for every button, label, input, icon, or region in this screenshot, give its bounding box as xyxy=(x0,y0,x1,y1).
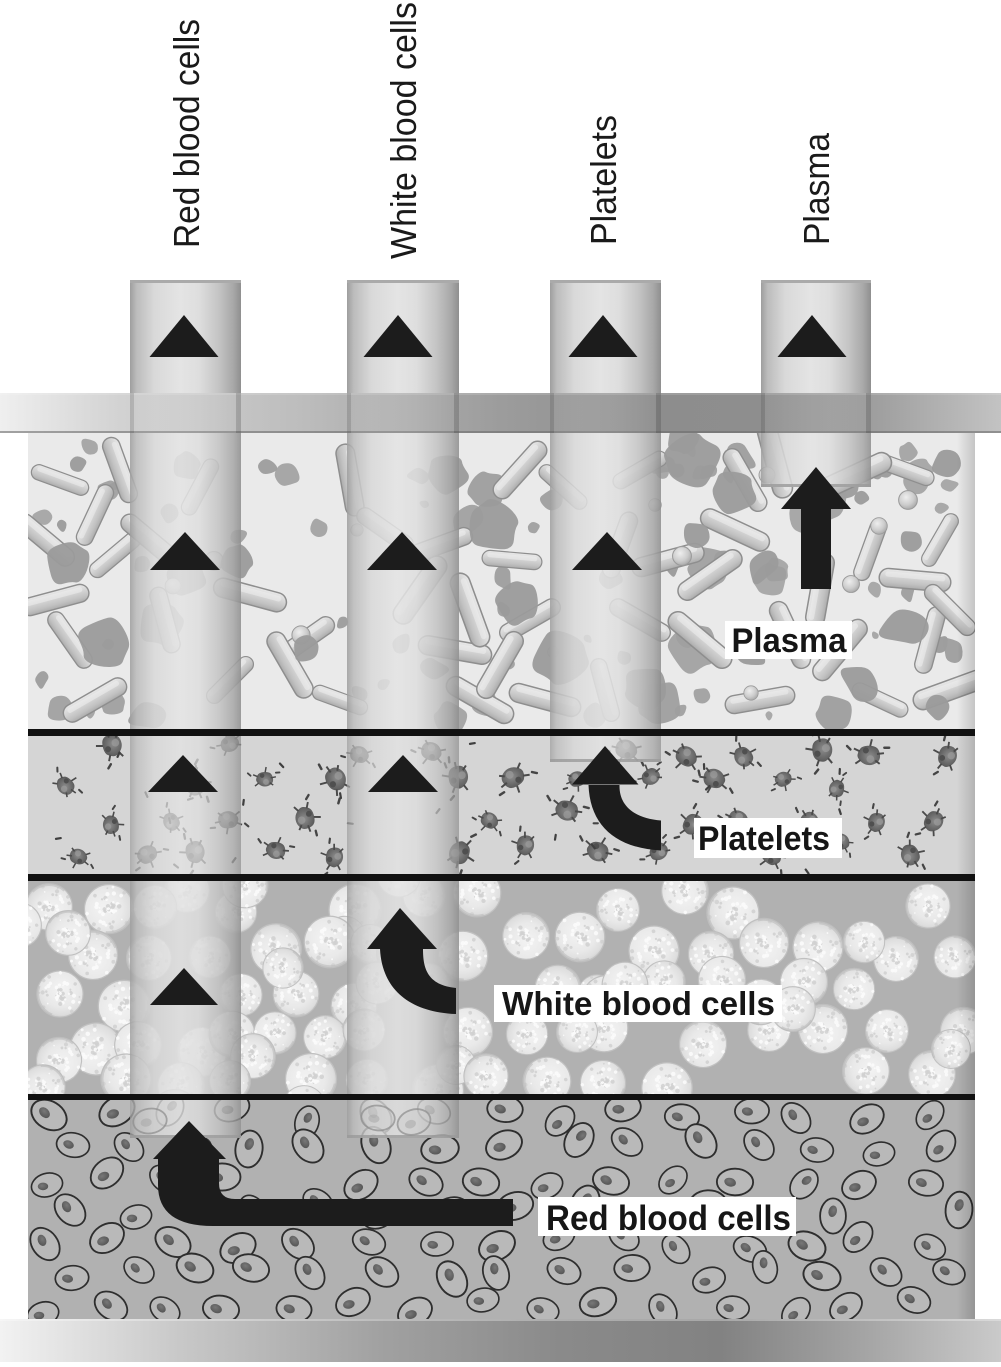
svg-text:Platelets: Platelets xyxy=(583,115,624,245)
svg-text:Red blood cells: Red blood cells xyxy=(546,1199,791,1238)
svg-text:Red blood cells: Red blood cells xyxy=(166,19,207,248)
svg-text:White blood cells: White blood cells xyxy=(383,2,424,259)
svg-text:Platelets: Platelets xyxy=(698,820,830,858)
svg-text:White blood cells: White blood cells xyxy=(502,985,775,1022)
svg-text:Plasma: Plasma xyxy=(732,622,848,660)
svg-text:Plasma: Plasma xyxy=(796,132,837,245)
